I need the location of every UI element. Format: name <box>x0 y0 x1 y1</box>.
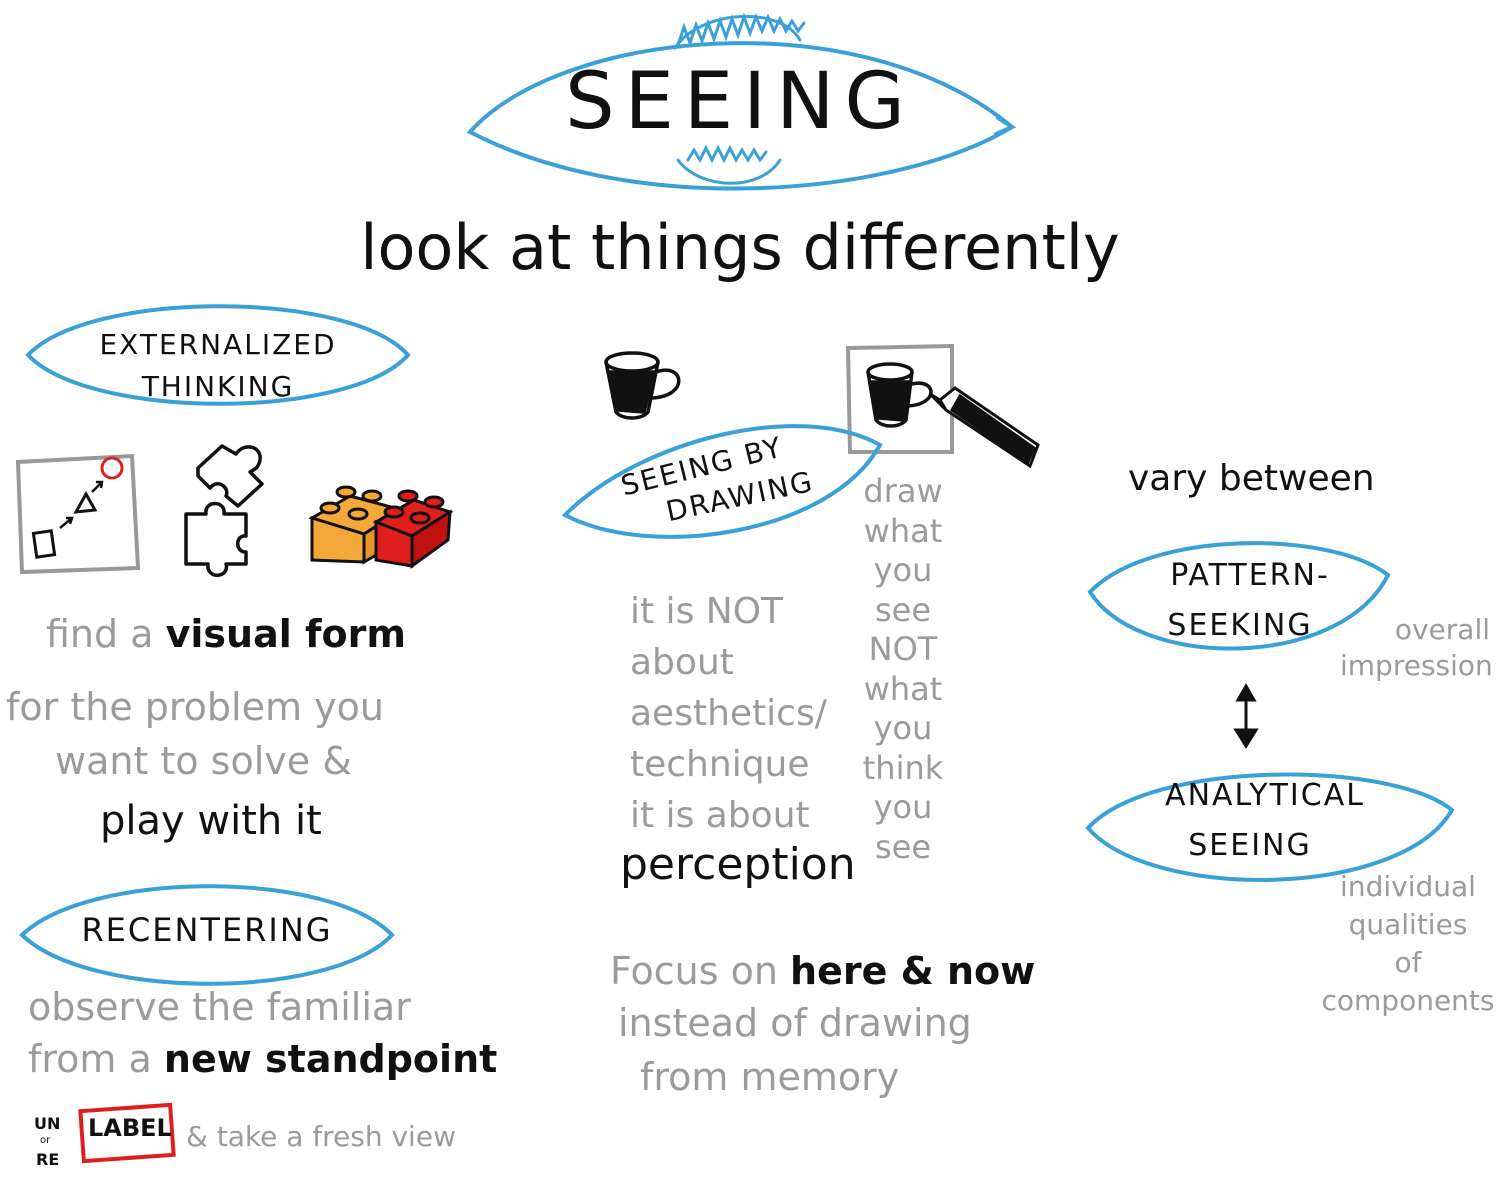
draw-what-line: NOT <box>868 630 938 668</box>
overall-line: impression <box>1340 649 1493 682</box>
problem-text: for the problem you <box>6 685 384 729</box>
overall-impression-text: overall impression <box>1340 612 1493 684</box>
pattern-label-line1: PATTERN- <box>1170 558 1330 593</box>
analytical-label-line1: ANALYTICAL <box>1165 778 1365 813</box>
externalized-label-line1: EXTERNALIZED <box>99 328 337 361</box>
standpoint-line: from a new standpoint <box>28 1037 498 1081</box>
label-box-text: LABEL <box>88 1114 172 1142</box>
focus-line: Focus on here & now <box>610 949 1036 993</box>
here-now-text: here & now <box>790 949 1036 993</box>
individual-line: of <box>1394 946 1422 979</box>
individual-line: individual <box>1340 870 1476 903</box>
draw-what-line: draw <box>863 472 943 510</box>
externalized-thinking-outline <box>25 304 411 406</box>
lego-bricks-icon <box>308 485 454 569</box>
subtitle: look at things differently <box>360 211 1120 284</box>
fresh-view-text: & take a fresh view <box>186 1120 456 1153</box>
draw-what-line: what <box>863 669 943 708</box>
draw-what-line: what <box>863 511 943 550</box>
pattern-label-line2: SEEKING <box>1167 608 1313 643</box>
not-about-line: it is about <box>630 795 810 836</box>
draw-what-line: you <box>873 788 933 826</box>
eye-icon <box>466 12 1017 191</box>
draw-what-line: think <box>862 748 944 787</box>
solve-text: want to solve & <box>55 739 352 783</box>
not-about-text: it is NOT about aesthetics/ technique it… <box>630 586 827 841</box>
recentering-outline <box>19 884 395 986</box>
draw-what-you-see-text: draw what you see NOT what you think you… <box>848 472 958 867</box>
analytical-seeing-outline <box>1085 772 1455 882</box>
not-about-line: technique <box>630 744 810 785</box>
from-memory-text: from memory <box>640 1055 900 1099</box>
not-about-line: aesthetics/ <box>630 693 827 734</box>
not-about-line: about <box>630 642 734 683</box>
or-text: or <box>40 1135 51 1146</box>
overall-line: overall <box>1394 613 1490 646</box>
observe-text: observe the familiar <box>28 985 411 1029</box>
pencil-icon <box>928 386 1040 469</box>
draw-what-line: see <box>874 590 932 629</box>
draw-what-line: you <box>873 709 933 747</box>
focus-on-text: Focus on <box>610 949 778 993</box>
individual-qualities-text: individual qualities of components <box>1318 868 1498 1020</box>
from-a-text: from a <box>28 1037 152 1081</box>
puzzle-pieces-icon <box>184 444 264 577</box>
re-text: RE <box>36 1150 60 1169</box>
label-box-outline <box>78 1102 176 1164</box>
drawing-mug-icon <box>845 343 1040 469</box>
un-text: UN <box>34 1114 61 1133</box>
draw-what-line: see <box>874 827 932 866</box>
sketch-diagram-icon <box>15 453 141 575</box>
find-grey-text: find a <box>46 612 154 656</box>
coffee-mug-icon <box>604 351 681 420</box>
externalized-label-line2: THINKING <box>141 370 295 403</box>
find-visual-form: find a visual form <box>46 612 406 656</box>
draw-what-line: you <box>873 551 933 589</box>
pattern-seeking-outline <box>1087 541 1391 651</box>
page-title: SEEING <box>565 57 915 147</box>
double-arrow-icon <box>1233 682 1259 749</box>
not-about-line: it is NOT <box>630 591 784 632</box>
analytical-label-line2: SEEING <box>1188 828 1312 863</box>
seeing-by-drawing-outline <box>561 424 883 539</box>
vary-between-text: vary between <box>1128 458 1375 499</box>
individual-line: components <box>1321 984 1495 1017</box>
visual-form-text: visual form <box>165 612 406 656</box>
recentering-label: RECENTERING <box>81 911 333 949</box>
individual-line: qualities <box>1348 908 1468 941</box>
perception-text: perception <box>620 839 856 890</box>
play-with-it-text: play with it <box>100 798 322 844</box>
new-standpoint-text: new standpoint <box>163 1037 498 1081</box>
instead-text: instead of drawing <box>618 1001 972 1045</box>
